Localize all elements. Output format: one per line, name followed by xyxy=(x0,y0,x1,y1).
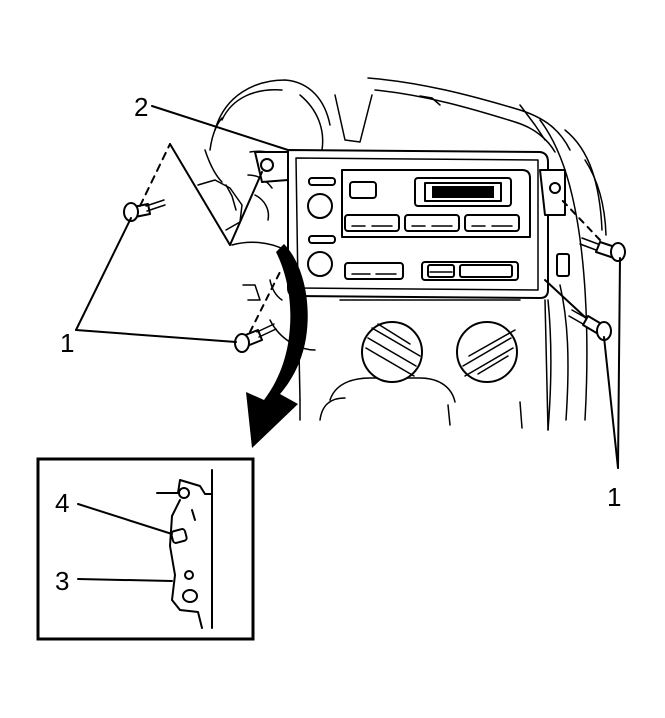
screw-right-lower xyxy=(568,309,612,341)
callout-1-right: 1 xyxy=(607,482,621,512)
radio-unit xyxy=(254,149,566,299)
air-vent-left xyxy=(361,321,423,383)
detail-inset xyxy=(36,457,255,641)
removal-direction-arrow xyxy=(246,244,308,448)
callout-1-left: 1 xyxy=(60,328,74,358)
air-vent-right xyxy=(456,321,518,383)
screw-right-upper xyxy=(579,237,626,262)
callout-4: 4 xyxy=(55,488,69,518)
callout-3: 3 xyxy=(55,566,69,596)
callout-2: 2 xyxy=(134,92,148,122)
screw-left-upper xyxy=(123,199,166,222)
screw-left-lower xyxy=(234,323,277,353)
side-tab xyxy=(556,253,570,277)
leader-lines xyxy=(75,105,621,469)
